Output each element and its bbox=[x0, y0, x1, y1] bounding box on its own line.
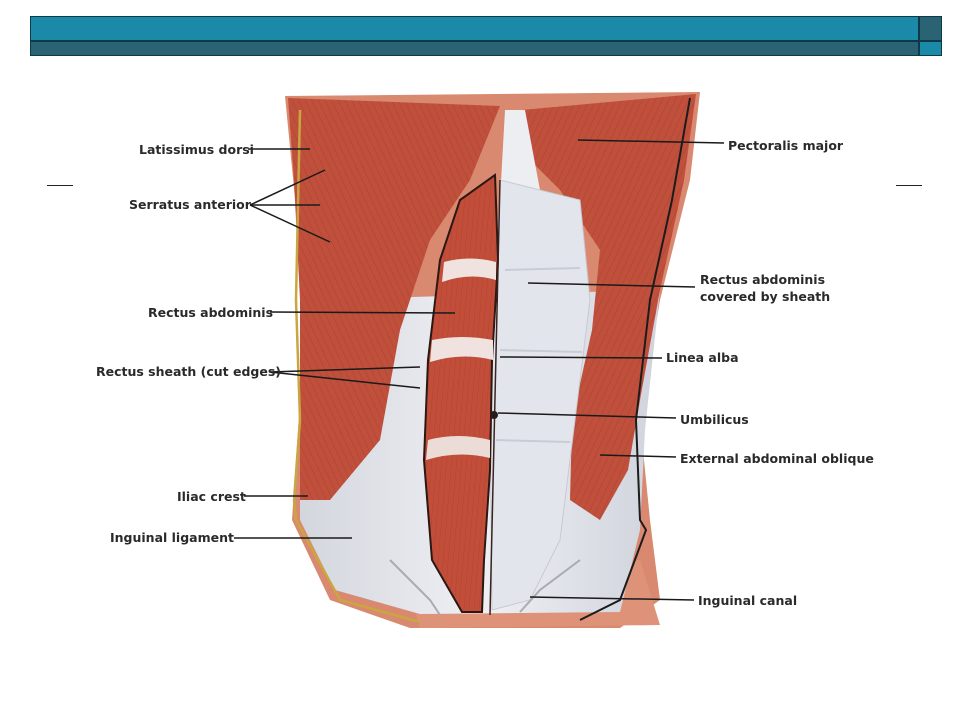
inguinal-fold-left bbox=[389, 559, 441, 616]
title-bar-bottom-square bbox=[919, 41, 942, 56]
label-pectoralis-major: Pectoralis major bbox=[728, 138, 844, 153]
label-rectus-abdominis: Rectus abdominis bbox=[148, 305, 274, 320]
label-latissimus-dorsi: Latissimus dorsi bbox=[139, 142, 254, 157]
label-rectus-sheath: Rectus sheath (cut edges) bbox=[96, 364, 282, 379]
umbilicus-mark bbox=[490, 411, 498, 419]
covered-rectus-sheath bbox=[489, 179, 591, 611]
iliac-crest-line bbox=[292, 109, 421, 624]
sternum-fascia bbox=[500, 110, 540, 200]
inguinal-fold-right bbox=[519, 559, 581, 613]
label-rectus-covered-line1: Rectus abdominis bbox=[700, 272, 826, 287]
right-boundary-line bbox=[579, 97, 691, 621]
label-umbilicus: Umbilicus bbox=[680, 412, 749, 427]
label-serratus-anterior: Serratus anterior bbox=[129, 197, 251, 212]
label-linea-alba: Linea alba bbox=[666, 350, 739, 365]
title-bar bbox=[30, 16, 942, 56]
label-inguinal-canal: Inguinal canal bbox=[698, 593, 798, 608]
title-bar-top-square bbox=[919, 16, 942, 41]
label-rectus-covered-line2: covered by sheath bbox=[700, 289, 831, 304]
title-bar-bottom-strip bbox=[30, 41, 919, 56]
left-side-rule bbox=[47, 185, 73, 186]
right-side-rule bbox=[896, 185, 922, 186]
label-inguinal-ligament: Inguinal ligament bbox=[110, 530, 234, 545]
leader-lines bbox=[234, 139, 725, 601]
linea-alba-line bbox=[489, 179, 501, 616]
label-external-oblique: External abdominal oblique bbox=[680, 451, 874, 466]
label-iliac-crest: Iliac crest bbox=[177, 489, 246, 504]
title-bar-top-strip bbox=[30, 16, 919, 41]
